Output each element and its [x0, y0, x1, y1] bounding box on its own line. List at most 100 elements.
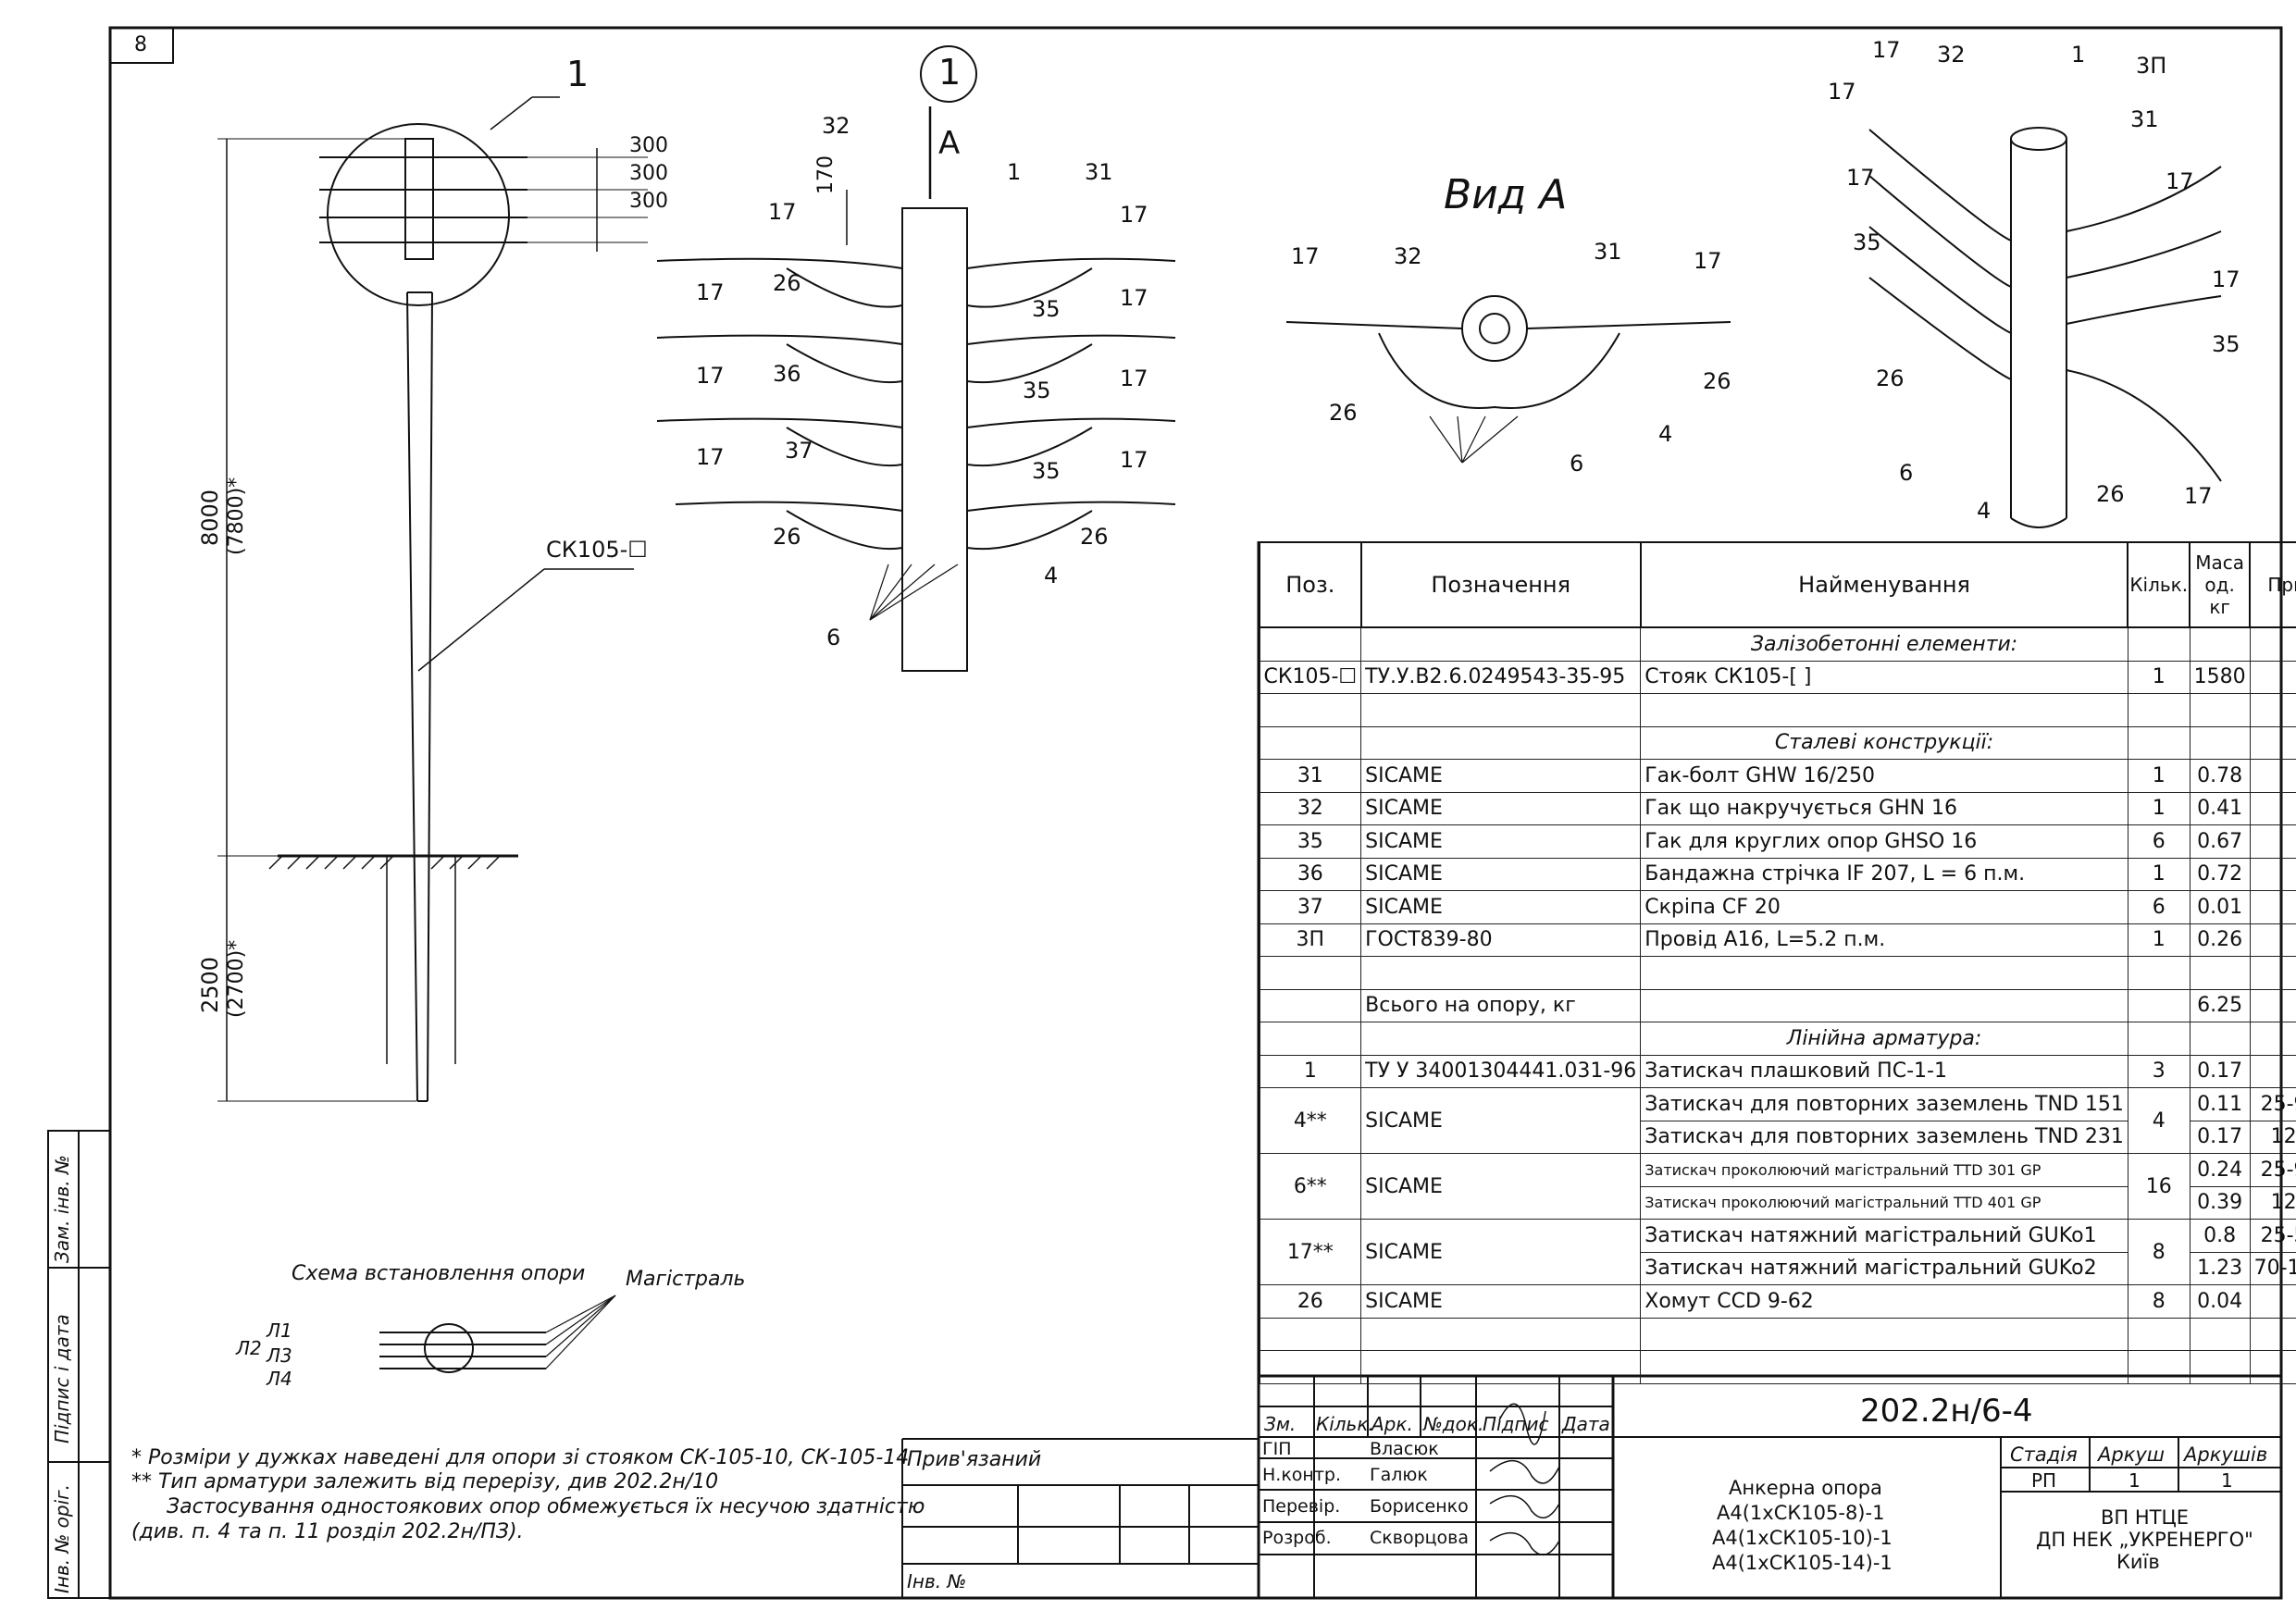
cell-pos: 35: [1259, 824, 1362, 859]
cell-mass: 0.04: [2189, 1284, 2251, 1319]
tb-h-ark: Арк.: [1371, 1413, 1413, 1435]
cell-designation: ТУ У 34001304441.031-96: [1360, 1054, 1642, 1088]
cell-name: Затискач для повторних заземлень TND 151: [1640, 1087, 2128, 1121]
tb-sheets-h: Аркушів: [2184, 1443, 2268, 1466]
cell-mass: 0.11: [2189, 1087, 2251, 1121]
table-row: 26 SICAME Хомут CCD 9-62 8 0.04: [1259, 1284, 2296, 1319]
table-row: 37 SICAME Скріпа CF 20 6 0.01: [1259, 890, 2296, 924]
empty-row: [1259, 956, 2296, 990]
table-row: Затискач проколюючий магістральний TTD 4…: [1260, 1185, 2296, 1220]
table-row: 4** SICAME Затискач для повторних заземл…: [1259, 1087, 2296, 1154]
table-row: 35 SICAME Гак для круглих опор GHSO 16 6…: [1259, 824, 2296, 859]
cell-note: 70-120 мм²: [2249, 1251, 2296, 1285]
cell-name: Затискач плашковий ПС-1-1: [1640, 1054, 2128, 1088]
cell-pos: 36: [1259, 857, 1362, 891]
tb-org-3: Київ: [2116, 1551, 2160, 1573]
cell-pos: 32: [1259, 791, 1362, 825]
tb-h-sign: Підпис: [1483, 1413, 1549, 1435]
d1-label-35c: 35: [1032, 458, 1061, 484]
d1-label-17g: 17: [696, 444, 725, 470]
signature-1: [1498, 1403, 1546, 1445]
cell-mass: 0.41: [2189, 791, 2251, 825]
cell-designation: SICAME: [1360, 791, 1642, 825]
cell-qty: 1: [2127, 759, 2191, 793]
cell-total-mass: 6.25: [2189, 988, 2251, 1022]
table-row: 17** SICAME Затискач натяжний магістраль…: [1259, 1219, 2296, 1285]
note-1: * Розміри у дужках наведені для опори зі…: [131, 1446, 910, 1469]
cell-mass: 0.78: [2189, 759, 2251, 793]
dim-300-3: 300: [629, 190, 668, 213]
cell-name: Затискач натяжний магістральний GUKo2: [1640, 1251, 2128, 1285]
pole-type-label: СК105-☐: [546, 537, 648, 563]
empty-row: [1259, 693, 2296, 727]
section-steel-row: Сталеві конструкції:: [1259, 725, 2296, 760]
iso-label-32: 32: [1937, 42, 1966, 68]
cell-designation: ТУ.У.В2.6.0249543-35-95: [1360, 660, 1642, 694]
cell-name: [1640, 988, 2128, 1022]
d1-label-36: 36: [773, 361, 801, 387]
d1-label-26c: 26: [1080, 524, 1109, 550]
cell-pos: 3П: [1259, 923, 1362, 957]
section-linear-row: Лінійна арматура:: [1259, 1022, 2296, 1056]
iso-label-26a: 26: [1876, 365, 1905, 391]
cell-name: Гак для круглих опор GHSO 16: [1640, 824, 2128, 859]
th-note: Примітка: [2249, 541, 2296, 628]
note-2: ** Тип арматури залежить від перерізу, д…: [131, 1470, 719, 1493]
signature-3: [1489, 1495, 1560, 1519]
sheet-number-box: [109, 27, 174, 64]
table-row: 3П ГОСТ839-80 Провід А16, L=5.2 п.м. 1 0…: [1259, 923, 2296, 957]
th-qty: Кільк.: [2127, 541, 2191, 628]
iso-label-1: 1: [2071, 42, 2086, 68]
table-header-row: Поз. Позначення Найменування Кільк. Маса…: [1259, 541, 2296, 628]
detail-1-title: 1: [938, 52, 962, 93]
cell-qty: 1: [2127, 660, 2191, 694]
cell-name: Затискач проколюючий магістральний TTD 3…: [1640, 1153, 2128, 1187]
cell-pos: 26: [1259, 1284, 1362, 1319]
cell-mass: 0.17: [2189, 1120, 2251, 1154]
cell-name: Хомут CCD 9-62: [1640, 1284, 2128, 1319]
cell-designation: SICAME: [1360, 890, 1642, 924]
th-pos: Поз.: [1259, 541, 1362, 628]
iso-label-17d: 17: [2166, 168, 2194, 194]
attached-inv: Інв. №: [907, 1570, 967, 1592]
attached-block: [901, 1438, 1259, 1598]
cell-pos: 17**: [1259, 1219, 1362, 1285]
table-row: Затискач для повторних заземлень TND 231…: [1260, 1120, 2296, 1154]
note-4: (див. п. 4 та п. 11 розділ 202.2н/ПЗ).: [131, 1520, 524, 1543]
d1-label-17d: 17: [1120, 285, 1148, 311]
signature-2: [1489, 1460, 1560, 1484]
th-designation: Позначення: [1359, 541, 1642, 628]
cell-qty: 6: [2127, 824, 2191, 859]
cell-qty: [2127, 988, 2191, 1022]
strip-zam-inv: Зам. інв. №: [51, 1155, 73, 1263]
tb-name-gip: Власюк: [1370, 1439, 1439, 1459]
phase-l2: Л2: [236, 1337, 262, 1359]
cell-pos: [1259, 988, 1362, 1022]
d1-label-17b: 17: [1120, 202, 1148, 228]
strip-inv-orig: Інв. № оріг.: [51, 1484, 73, 1593]
cell-name: Гак-болт GHW 16/250: [1640, 759, 2128, 793]
d1-label-31: 31: [1085, 159, 1113, 185]
va-label-32: 32: [1394, 243, 1422, 269]
cell-designation: SICAME: [1360, 824, 1642, 859]
cell-name: Бандажна стрічка IF 207, L = 6 п.м.: [1640, 857, 2128, 891]
cell-pos: 4**: [1259, 1087, 1362, 1154]
iso-label-17c: 17: [1846, 165, 1875, 191]
installation-scheme: [379, 1295, 616, 1373]
cell-name: Скріпа CF 20: [1640, 890, 2128, 924]
empty-row: [1259, 1317, 2296, 1351]
dim-8000: 8000: [197, 489, 223, 546]
tb-role-nkontr: Н.контр.: [1262, 1465, 1342, 1485]
cell-qty: 4: [2127, 1087, 2191, 1154]
tb-h-date: Дата: [1562, 1413, 1610, 1435]
cell-note: [2249, 857, 2296, 891]
iso-label-3p: 3П: [2136, 53, 2167, 79]
specification-table: Поз. Позначення Найменування Кільк. Маса…: [1259, 541, 2296, 1384]
cell-qty: 1: [2127, 923, 2191, 957]
d1-label-32: 32: [822, 113, 850, 139]
dim-300-1: 300: [629, 134, 668, 157]
cell-pos: СК105-☐: [1259, 660, 1362, 694]
iso-label-17f: 17: [2184, 483, 2213, 509]
d1-label-35a: 35: [1032, 296, 1061, 322]
cell-name: Стояк СК105-[ ]: [1640, 660, 2128, 694]
